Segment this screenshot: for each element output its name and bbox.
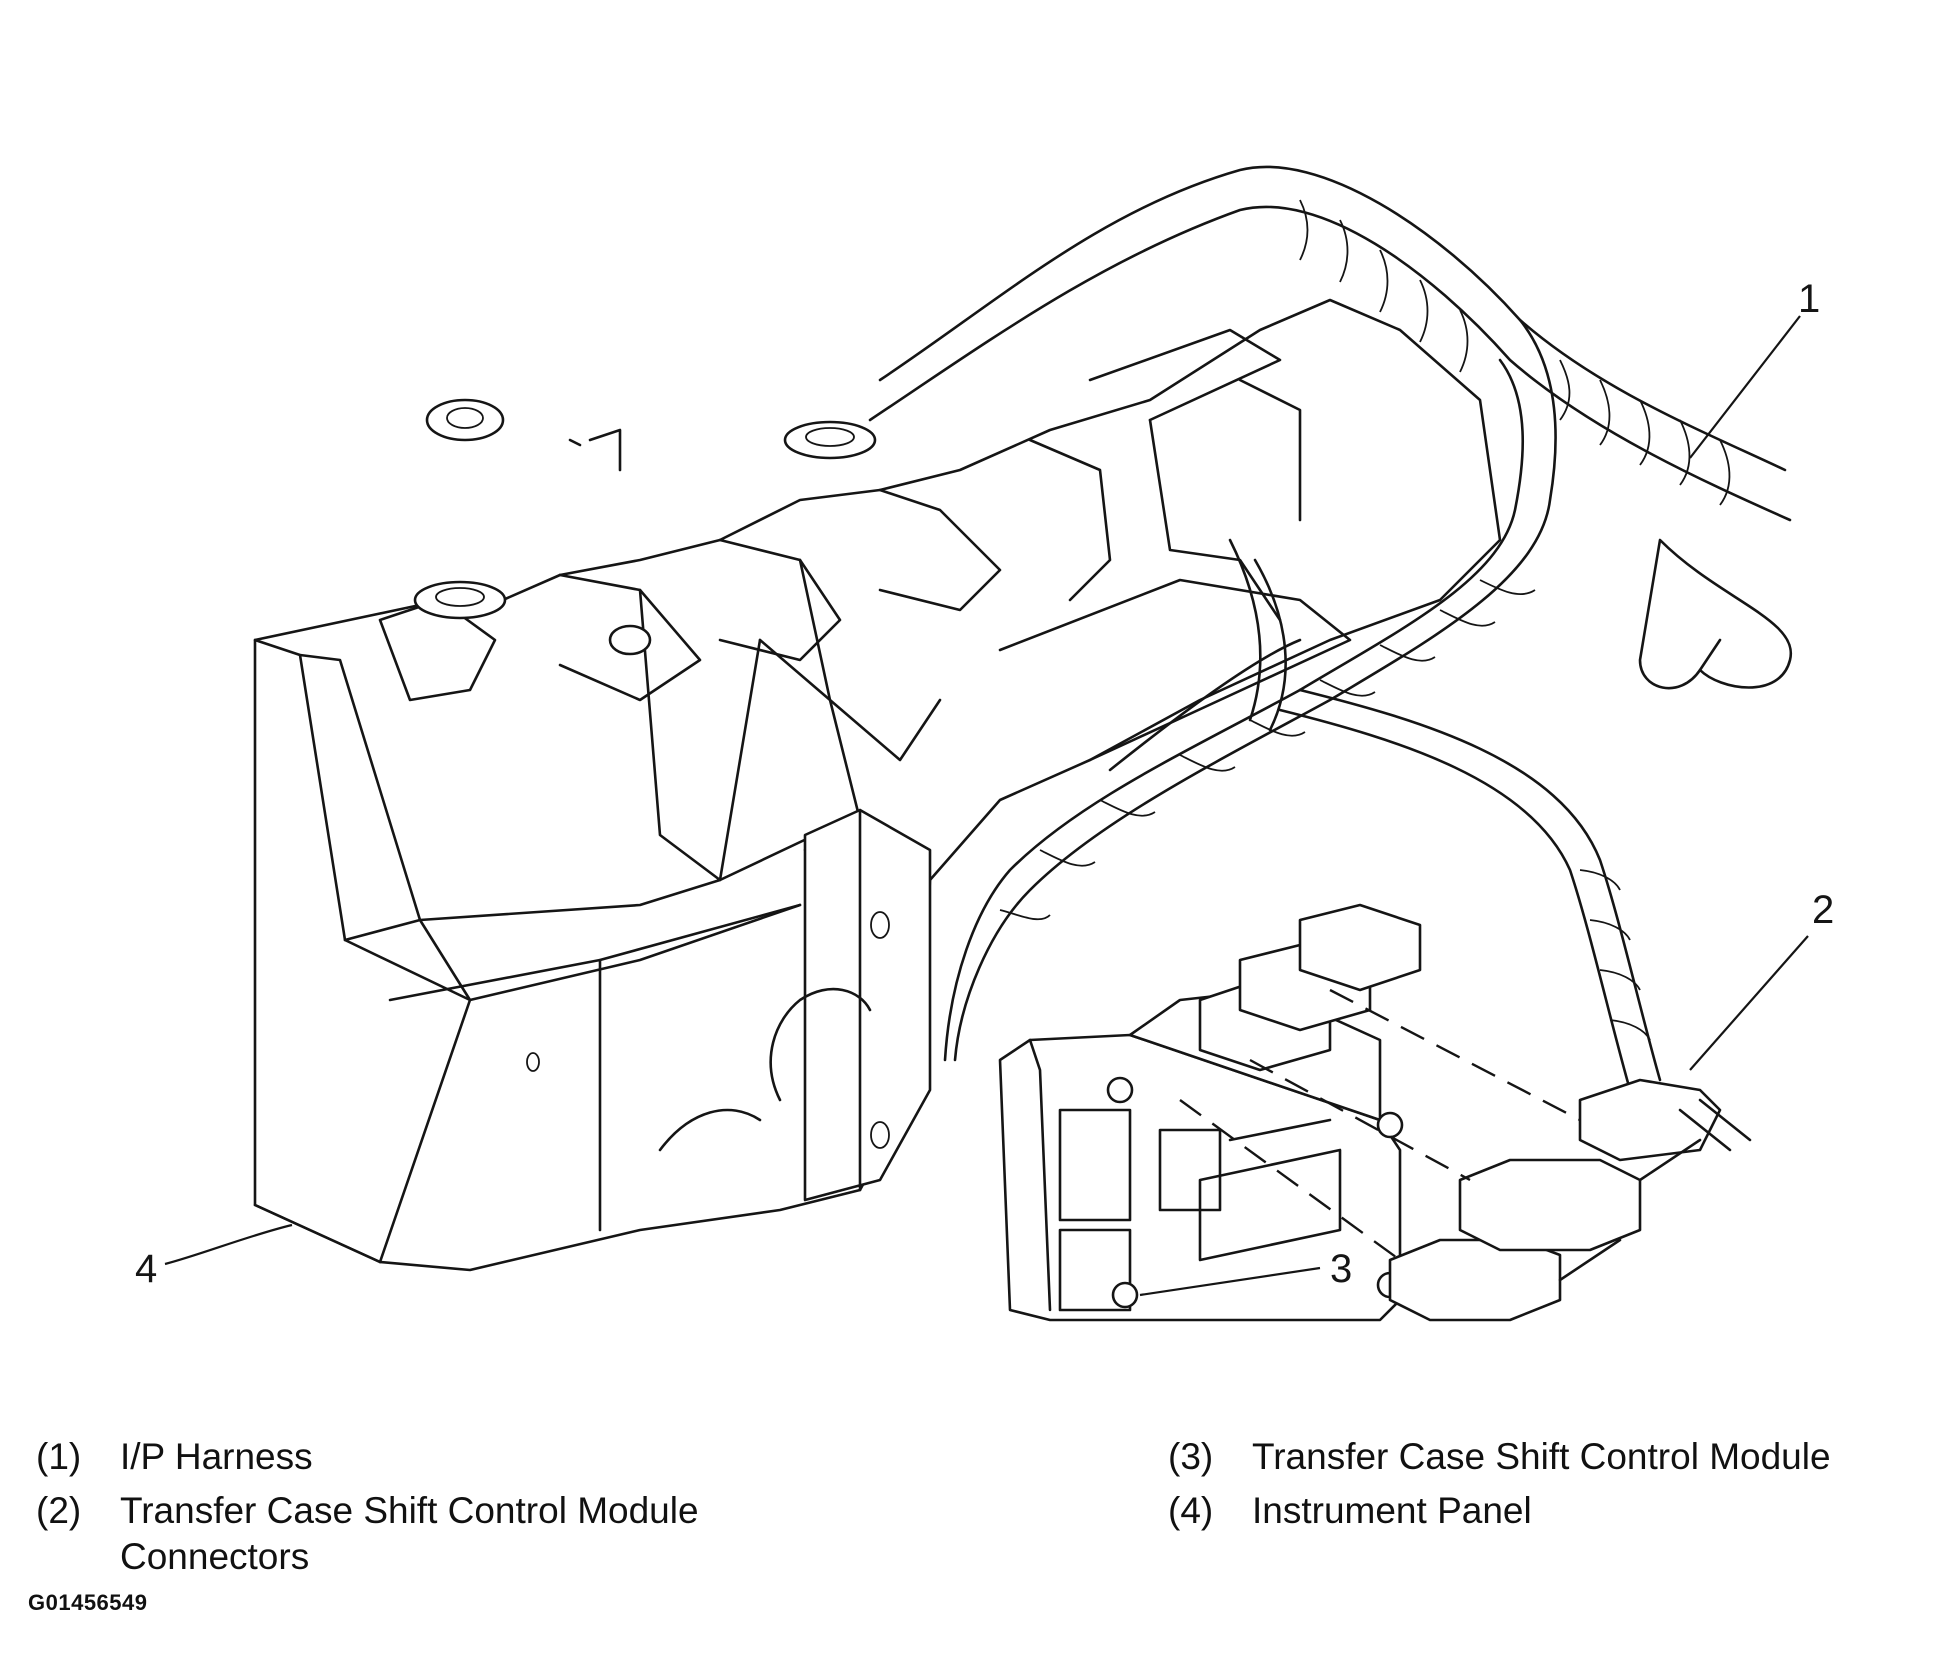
legend-item-1: (1) I/P Harness bbox=[36, 1434, 313, 1480]
ip-harness bbox=[658, 165, 1793, 1152]
legend-item-2: (2) Transfer Case Shift Control Module C… bbox=[36, 1488, 840, 1580]
legend-number: (1) bbox=[36, 1436, 82, 1477]
connector-alignment-line-3 bbox=[1179, 1099, 1401, 1261]
callout-3: 3 bbox=[1330, 1247, 1352, 1291]
callout-1: 1 bbox=[1798, 277, 1820, 321]
connector-alignment-line-2 bbox=[1249, 1058, 1471, 1182]
transfer-case-connectors bbox=[1388, 1078, 1752, 1322]
connector-alignment-line-1 bbox=[1329, 988, 1581, 1122]
legend-number: (4) bbox=[1168, 1490, 1214, 1531]
instrument-panel-illustration: 1 2 3 4 bbox=[135, 165, 1834, 1322]
callout-2: 2 bbox=[1812, 888, 1834, 932]
legend-number: (3) bbox=[1168, 1436, 1214, 1477]
legend-number: (2) bbox=[36, 1490, 82, 1531]
leader-line-4 bbox=[164, 1223, 293, 1266]
transfer-case-shift-control-module bbox=[998, 903, 1422, 1322]
legend-label: Instrument Panel bbox=[1252, 1490, 1532, 1531]
leader-line-2 bbox=[1689, 935, 1809, 1071]
legend-label: I/P Harness bbox=[120, 1436, 313, 1477]
harness-tape-wraps bbox=[999, 199, 1731, 1041]
leader-line-1 bbox=[1689, 315, 1801, 459]
legend-item-4: (4) Instrument Panel bbox=[1168, 1488, 1532, 1534]
legend-label: Transfer Case Shift Control Module Conne… bbox=[120, 1490, 699, 1577]
legend-label: Transfer Case Shift Control Module bbox=[1252, 1436, 1831, 1477]
callout-4: 4 bbox=[135, 1247, 157, 1291]
legend-item-3: (3) Transfer Case Shift Control Module bbox=[1168, 1434, 1831, 1480]
leader-line-3 bbox=[1139, 1266, 1321, 1297]
figure-id: G01456549 bbox=[28, 1590, 148, 1615]
